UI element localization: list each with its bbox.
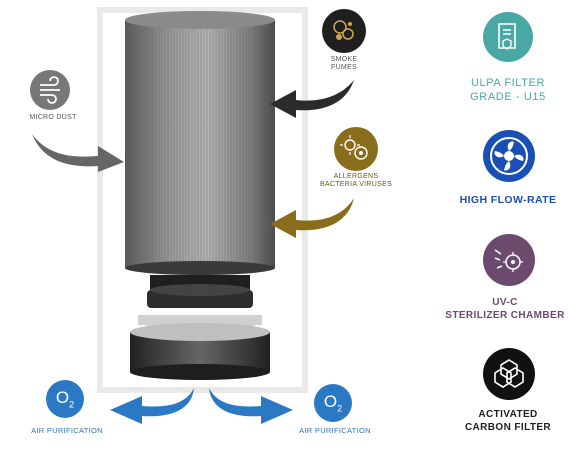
filter-product-illustration bbox=[95, 0, 310, 400]
smoke-icon bbox=[322, 9, 366, 53]
allergens-label-line2: BACTERIA VIRUSES bbox=[319, 181, 393, 189]
certificate-icon bbox=[483, 12, 533, 62]
allergens-label: ALLERGENS BACTERIA VIRUSES bbox=[312, 173, 400, 189]
feature-carbon-title: ACTIVATED CARBON FILTER bbox=[440, 409, 568, 434]
feature-ulpa-title: ULPA FILTER GRADE - U15 bbox=[440, 77, 568, 105]
oxygen-icon-right: O2 bbox=[314, 384, 352, 422]
feature-flow-title: HIGH FLOW-RATE bbox=[459, 194, 557, 206]
carbon-title-line1: ACTIVATED bbox=[478, 409, 538, 420]
smoke-arrow bbox=[268, 76, 358, 120]
oxygen-icon-left: O2 bbox=[46, 380, 84, 418]
smoke-fumes-label: SMOKE FUMES bbox=[314, 56, 374, 72]
o2-symbol-right: O bbox=[323, 392, 338, 411]
air-purification-label-left: AIR PURIFICATION bbox=[31, 426, 103, 435]
carbon-title-line2: CARBON FILTER bbox=[464, 421, 552, 433]
fan-icon bbox=[483, 130, 535, 182]
ulpa-title-line1: ULPA FILTER bbox=[470, 77, 546, 89]
air-outlet-arrow-left bbox=[108, 386, 198, 428]
carbon-molecule-icon bbox=[483, 348, 535, 400]
feature-uvc-title: UV-C STERILIZER CHAMBER bbox=[430, 297, 568, 322]
uvc-title-line2: STERILIZER CHAMBER bbox=[445, 309, 565, 321]
o2-subscript-right: 2 bbox=[337, 403, 343, 414]
air-purification-label-right: AIR PURIFICATION bbox=[299, 426, 371, 435]
bacteria-icon bbox=[334, 127, 378, 171]
uvc-title-line1: UV-C bbox=[492, 297, 518, 308]
o2-symbol-left: O bbox=[55, 388, 70, 407]
ulpa-title-line2: GRADE - U15 bbox=[470, 90, 546, 103]
uv-germ-icon bbox=[483, 234, 535, 286]
micro-dust-icon bbox=[30, 70, 70, 110]
smoke-label-line2: FUMES bbox=[331, 64, 357, 72]
allergens-arrow bbox=[268, 196, 358, 240]
o2-subscript-left: 2 bbox=[69, 399, 75, 410]
air-outlet-arrow-right bbox=[205, 386, 295, 428]
micro-dust-arrow bbox=[28, 126, 128, 172]
smoke-label-line1: SMOKE bbox=[330, 56, 358, 63]
allergens-label-line1: ALLERGENS bbox=[333, 173, 379, 180]
micro-dust-label: MICRO DUST bbox=[29, 114, 77, 121]
